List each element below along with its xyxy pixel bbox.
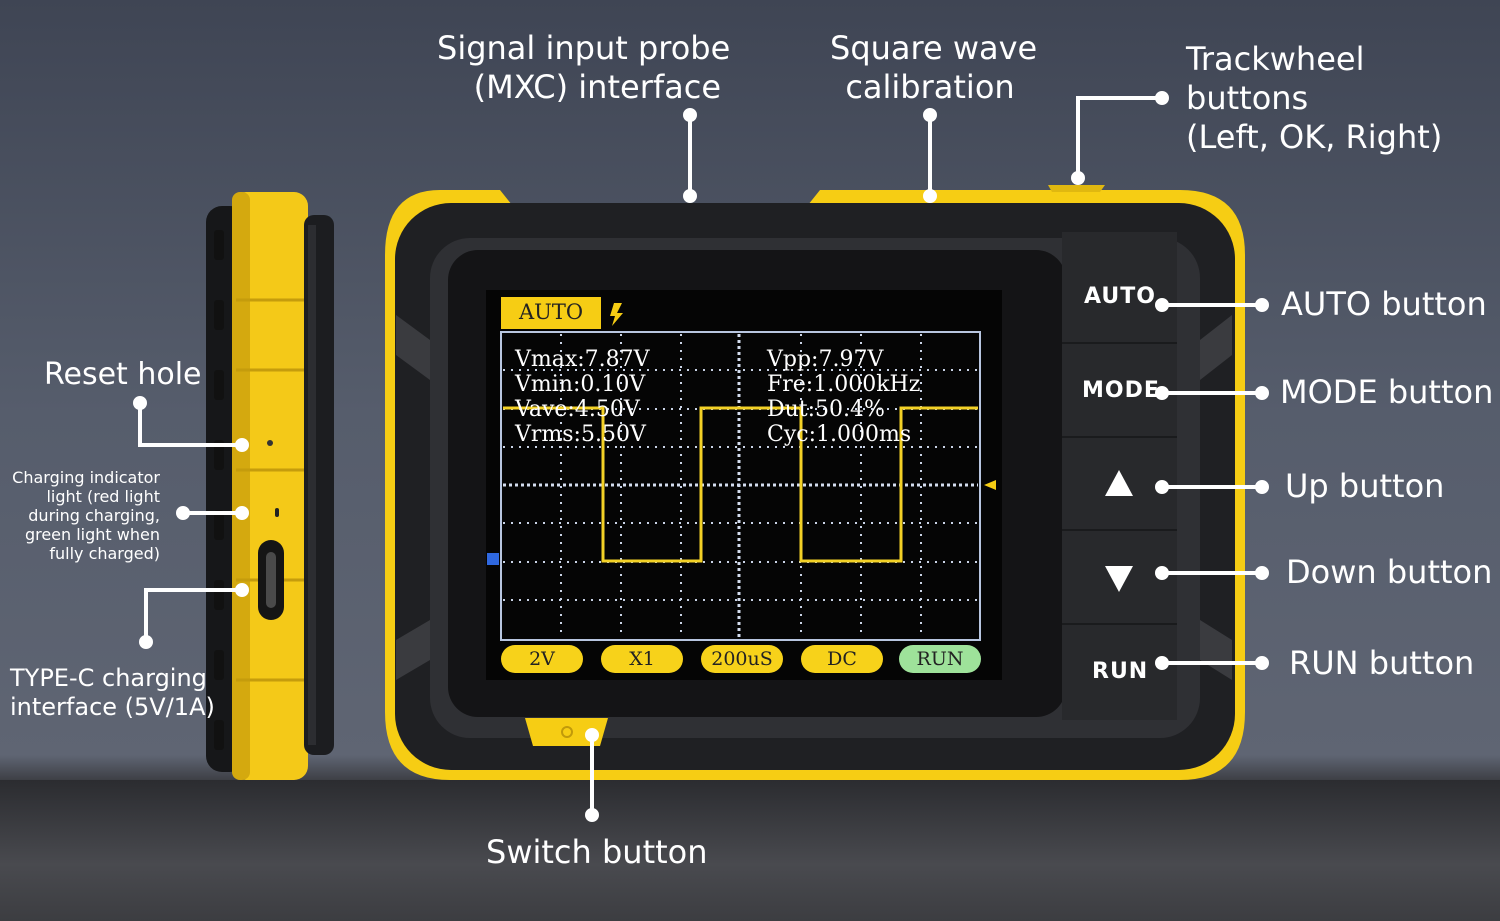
measurement-vpp: Vpp:7.97V bbox=[767, 347, 884, 372]
callout-square-wave: Square wave calibration bbox=[830, 29, 1038, 107]
channel-zero-marker bbox=[487, 553, 499, 565]
callout-switch-button: Switch button bbox=[486, 833, 708, 871]
coupling-pill: DC bbox=[801, 645, 883, 673]
measurement-vave: Vave:4.50V bbox=[515, 397, 640, 422]
callout-line: interface (5V/1A) bbox=[10, 693, 215, 721]
callout-charging-indicator: Charging indicator light (red light duri… bbox=[10, 468, 160, 563]
callout-line: green light when bbox=[24, 525, 160, 544]
run-state-pill: RUN bbox=[899, 645, 981, 673]
square-waveform bbox=[503, 406, 978, 563]
measurement-frequency: Fre:1.000kHz bbox=[767, 372, 921, 397]
time-div-pill: 200uS bbox=[701, 645, 783, 673]
measurement-vrms: Vrms:5.50V bbox=[515, 422, 646, 447]
reset-hole[interactable] bbox=[267, 440, 273, 446]
callout-type-c: TYPE-C charging interface (5V/1A) bbox=[10, 664, 215, 722]
callout-line: buttons bbox=[1186, 79, 1309, 117]
run-button[interactable]: RUN bbox=[1092, 659, 1149, 684]
measurement-cycle: Cyc:1.000ms bbox=[767, 422, 912, 447]
callout-line: fully charged) bbox=[49, 544, 160, 563]
callout-line: Square wave bbox=[830, 29, 1038, 67]
auto-button[interactable]: AUTO bbox=[1084, 284, 1156, 309]
callout-line: calibration bbox=[845, 68, 1015, 106]
callout-mode-button: MODE button bbox=[1280, 373, 1494, 411]
callout-line: light (red light bbox=[46, 487, 160, 506]
callout-auto-button: AUTO button bbox=[1281, 285, 1487, 323]
volts-div-pill: 2V bbox=[501, 645, 583, 673]
lightning-icon bbox=[610, 303, 623, 326]
callout-signal-probe: Signal input probe (MXC) interface bbox=[437, 29, 731, 107]
scope-center-axes bbox=[503, 334, 978, 638]
triangle-down-icon[interactable] bbox=[1105, 566, 1133, 592]
callout-run-button: RUN button bbox=[1289, 644, 1475, 682]
callout-line: TYPE-C charging bbox=[10, 664, 207, 692]
callout-down-button: Down button bbox=[1286, 553, 1493, 591]
callout-reset-hole: Reset hole bbox=[44, 357, 202, 392]
callout-line: (Left, OK, Right) bbox=[1186, 118, 1443, 156]
mode-badge-label: AUTO bbox=[518, 300, 584, 324]
callout-lines bbox=[133, 91, 1269, 822]
auto-mode-badge-bg bbox=[501, 297, 601, 329]
oscilloscope-screen bbox=[486, 290, 1002, 680]
measurement-duty: Dut:50.4% bbox=[767, 397, 885, 422]
trigger-level-marker bbox=[984, 480, 996, 490]
callout-trackwheel: Trackwheel buttons (Left, OK, Right) bbox=[1186, 40, 1442, 157]
mode-button[interactable]: MODE bbox=[1082, 378, 1160, 403]
floor-surface bbox=[0, 780, 1500, 921]
callout-line: during charging, bbox=[28, 506, 160, 525]
callout-line: (MXC) interface bbox=[473, 68, 721, 106]
callout-line: Signal input probe bbox=[437, 29, 731, 67]
callout-line: Charging indicator bbox=[12, 468, 160, 487]
callout-line: Trackwheel bbox=[1186, 40, 1365, 78]
measurement-vmax: Vmax:7.87V bbox=[515, 347, 650, 372]
probe-ratio-pill: X1 bbox=[601, 645, 683, 673]
measurement-vmin: Vmin:0.10V bbox=[515, 372, 646, 397]
triangle-up-icon[interactable] bbox=[1105, 470, 1133, 496]
callout-up-button: Up button bbox=[1285, 467, 1445, 505]
side-view-device bbox=[206, 192, 334, 780]
charging-indicator-light bbox=[275, 508, 279, 517]
